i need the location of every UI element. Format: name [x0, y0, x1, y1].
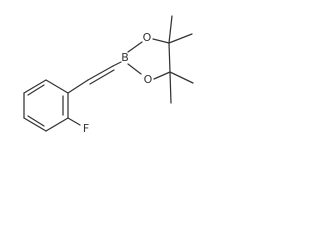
molecule-canvas: F B O O — [0, 0, 227, 138]
ring-bond — [153, 71, 171, 80]
ring-bond — [152, 38, 170, 44]
vinyl-double-bond-inner — [89, 69, 115, 85]
ring-bond — [127, 63, 142, 75]
fluorine-bond — [67, 117, 81, 126]
ring-bond — [23, 79, 47, 94]
structure-diagram: F B O O — [23, 15, 194, 135]
oxygen-bottom-label: O — [144, 73, 153, 86]
oxygen-top-label: O — [143, 31, 152, 44]
ring-bond — [23, 117, 47, 132]
boron-bond — [112, 61, 122, 67]
benzene-ring — [23, 79, 69, 132]
vinyl-double-bond — [87, 65, 114, 81]
methyl-bond — [169, 71, 172, 104]
methyl-bond — [168, 15, 173, 44]
ring-bond — [168, 42, 171, 73]
fluorine-label: F — [83, 122, 89, 135]
ring-double-bond — [27, 84, 45, 96]
ring-bond — [45, 117, 69, 132]
methyl-bond — [169, 71, 194, 84]
ring-bond — [45, 79, 69, 94]
ring-double-bond — [27, 115, 45, 127]
ring-bond — [127, 41, 143, 53]
methyl-bond — [168, 33, 193, 44]
vinyl-bond — [67, 79, 89, 94]
boron-label: B — [121, 51, 129, 64]
